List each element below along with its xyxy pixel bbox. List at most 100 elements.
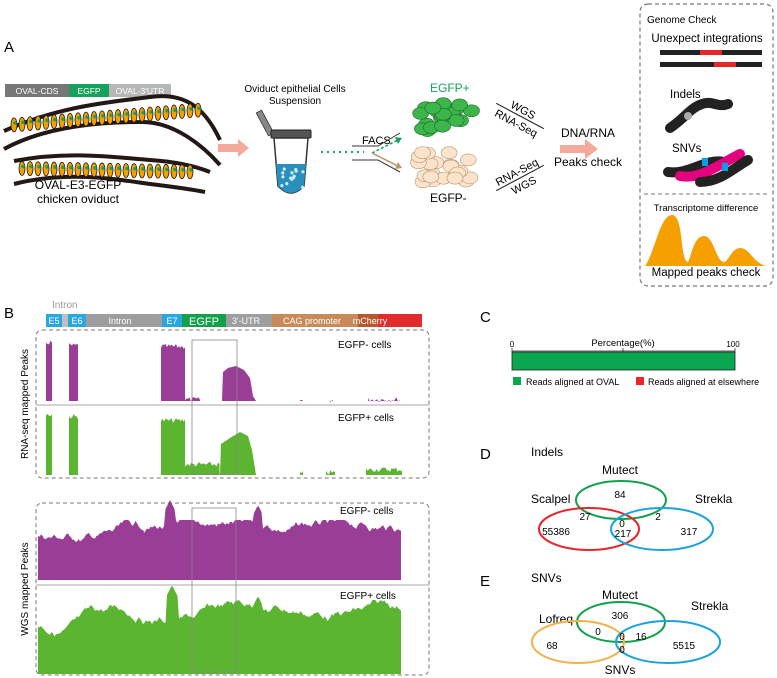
suspension-label-1: Oviduct epithelial Cells [244, 84, 345, 95]
villus [122, 163, 130, 178]
legend-else: Reads aligned at elsewhere [648, 377, 759, 387]
villus [114, 162, 122, 178]
rna-pos-peak [161, 418, 185, 475]
villus-dot [157, 109, 161, 114]
villus-dot [117, 112, 121, 117]
genome-check-title: Genome Check [647, 15, 717, 26]
villus-dot [109, 113, 113, 117]
villus [106, 162, 114, 178]
pct-tick-100: 100 [726, 340, 740, 349]
venn-e-n-top-left: 0 [595, 627, 601, 638]
villus [170, 104, 178, 120]
flow-arrow-1 [218, 139, 249, 157]
villus [18, 116, 26, 132]
egfp-pos-cell [463, 104, 480, 118]
villus [18, 161, 26, 176]
villus [98, 110, 106, 126]
transcriptome-peaks [645, 215, 766, 266]
villus [66, 113, 74, 128]
construct-oval-3utr [109, 84, 171, 97]
venn-d-n-center: 0 [619, 519, 625, 530]
segment-egfp: EGFP [189, 316, 219, 328]
rna-pos-peak [69, 414, 78, 475]
snvs-chromosome-icon [663, 149, 753, 187]
pct-axis-title: Percentage(%) [591, 338, 654, 349]
villus [58, 161, 66, 177]
villus [10, 117, 18, 133]
villus [130, 163, 138, 179]
venn-d-circle-strekla [610, 507, 714, 551]
venn-d-n-right: 317 [681, 527, 698, 538]
facs-sorter: FACS [321, 132, 402, 173]
suspension-tube: Oviduct epithelial Cells Suspension [244, 84, 346, 194]
venn-e-n-left: 68 [546, 641, 558, 652]
rna-neg-track [46, 340, 400, 403]
rna-neg-peak [161, 344, 185, 401]
villus [178, 164, 186, 180]
villus-dot [61, 117, 65, 121]
villus [178, 104, 186, 119]
villus-dot [61, 165, 65, 170]
villus [162, 105, 170, 121]
legend-swatch-oval [513, 377, 521, 385]
villus-dot [125, 112, 129, 116]
villus-dot [29, 164, 33, 169]
egfp-pos-label: EGFP+ [430, 81, 470, 95]
villus-dot [109, 166, 113, 170]
egfp-neg-cell [440, 146, 458, 160]
egfp-pos-cell [434, 119, 451, 133]
construct-label-oval-cds: OVAL-CDS [16, 86, 59, 96]
venn-d-circle-scalpel [538, 507, 640, 551]
pct-tick-0: 0 [510, 340, 515, 349]
rna-pos-utr-peak [220, 432, 256, 475]
snvs-label: SNVs [672, 143, 702, 155]
venn-d-n-top-left: 27 [579, 512, 591, 523]
villus-dot [85, 115, 89, 119]
villus [90, 162, 98, 178]
villus [162, 163, 170, 179]
villus [170, 164, 178, 179]
villus [154, 163, 162, 179]
suspension-label-2: Suspension [269, 96, 321, 107]
oviduct-illustration: OVAL-E3-EGFP chicken oviduct [3, 94, 222, 206]
integration-bar-2 [660, 62, 762, 67]
construct-label-egfp: EGFP [77, 86, 100, 96]
oviduct-label-2: chicken oviduct [37, 192, 120, 206]
venn-d-mutect: Mutect [602, 463, 639, 477]
villus [138, 163, 146, 179]
villus-dot [181, 167, 185, 172]
segment-e7: E7 [166, 316, 177, 326]
segment-intron: Intron [108, 316, 131, 326]
villus-dot [157, 167, 161, 171]
snvs-title: SNVs [531, 571, 562, 585]
villus [50, 161, 58, 177]
villus [50, 114, 58, 130]
venn-d-scalpel: Scalpel [531, 492, 570, 506]
egfp-pos-cell [424, 101, 442, 115]
rna-pos-peak [326, 470, 335, 475]
panel-label-a: A [4, 39, 14, 56]
villus-dot [141, 167, 145, 171]
construct-oval-cds [5, 84, 69, 97]
villus-dot [37, 164, 41, 169]
legend-oval: Reads aligned at OVAL [526, 377, 619, 387]
venn-d-n-left: 55386 [542, 527, 570, 538]
villus [114, 109, 122, 124]
oviduct-villi [10, 102, 202, 180]
villus-dot [149, 110, 153, 114]
villus-dot [149, 167, 153, 171]
egfp-pos-cell [451, 98, 468, 112]
venn-e-strekla: Strekla [691, 599, 729, 613]
transcriptome-label: Transcriptome difference [654, 203, 759, 214]
venn-e-n-left-right: 0 [619, 645, 625, 656]
dnarna-label: DNA/RNA [561, 126, 615, 140]
rna-pos-peak [46, 413, 52, 475]
tube-cap [270, 129, 312, 139]
villus-dot [69, 116, 73, 121]
tube-cell [289, 176, 293, 180]
villus-dot [93, 114, 97, 119]
wgs-box [35, 502, 430, 676]
intron-top-label: Intron [52, 300, 78, 311]
venn-e-n-top-right: 16 [635, 632, 647, 643]
rnaseq-ylabel: RNA-seq mapped Peaks [20, 349, 31, 459]
